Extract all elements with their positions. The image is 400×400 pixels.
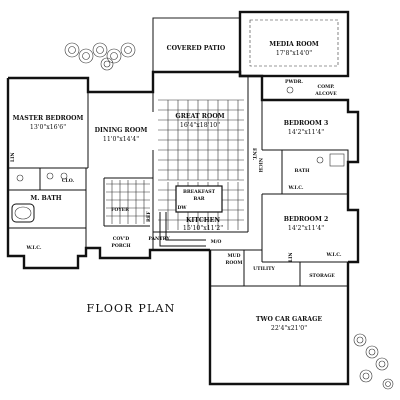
- garage-label: TWO CAR GARAGE: [256, 316, 322, 323]
- media-room: [238, 10, 350, 78]
- great-room-label: GREAT ROOM: [175, 113, 224, 120]
- breakfast-bar-label-1: BREAKFAST: [183, 189, 216, 195]
- pantry-label: PANTRY: [148, 236, 170, 242]
- media-room-dimensions: 17'8"x14'0": [276, 50, 312, 57]
- master-bedroom-label: MASTER BEDROOM: [13, 115, 84, 122]
- bedroom-3-dimensions: 14'2"x11'4": [288, 129, 324, 136]
- great-room-dimensions: 16'4"x18'10": [180, 122, 220, 129]
- covd-porch-label-2: PORCH: [111, 243, 131, 249]
- bedroom-3-label: BEDROOM 3: [284, 120, 329, 127]
- storage-label: STORAGE: [309, 273, 335, 279]
- utility-label: UTILITY: [253, 266, 275, 272]
- mud-room-label-1: MUD: [227, 253, 240, 259]
- powder-room-label: PWDR.: [285, 79, 303, 85]
- breakfast-bar-counter: [175, 185, 223, 213]
- linen-2-label: LIN: [288, 252, 294, 262]
- bath-label: BATH: [295, 168, 311, 174]
- kitchen-label: KITCHEN: [186, 217, 220, 224]
- wic-master-label: W.I.C.: [26, 245, 42, 251]
- comp-alcove-label-2: ALCOVE: [314, 91, 337, 97]
- ent-nich-label-1: ENT.: [251, 148, 257, 161]
- master-bath-label: M. BATH: [30, 195, 61, 202]
- foyer-floor-pattern: [106, 180, 150, 224]
- wic-bedroom-2-label: W.I.C.: [326, 252, 342, 258]
- mud-room-label-2: ROOM: [226, 260, 243, 266]
- closet-label: CLO.: [62, 178, 75, 184]
- master-sinks: [16, 172, 68, 182]
- kitchen-counters: [159, 212, 206, 247]
- microwave-oven-label: M/O: [211, 239, 222, 245]
- shrubs-bottom-right: [353, 333, 394, 390]
- breakfast-bar-label-2: BAR: [193, 196, 204, 202]
- dining-room-dimensions: 11'0"x14'4": [103, 136, 139, 143]
- dining-room-label: DINING ROOM: [95, 127, 148, 134]
- linen-label: LIN: [10, 152, 16, 162]
- foyer-label: FOYER: [111, 207, 129, 213]
- bedroom-2-dimensions: 14'2"x11'4": [288, 225, 324, 232]
- dishwasher-label: DW: [177, 205, 187, 211]
- bathtub: [11, 203, 35, 223]
- shrubs-top-left: [64, 42, 136, 71]
- plan-title: FLOOR PLAN: [86, 302, 175, 315]
- comp-alcove-label-1: COMP.: [317, 84, 334, 90]
- covered-patio-label: COVERED PATIO: [167, 45, 226, 52]
- refrigerator-label: REF: [146, 211, 152, 222]
- great-room-floor-pattern: [158, 99, 244, 181]
- master-bedroom-dimensions: 13'0"x16'6": [30, 124, 66, 131]
- covd-porch-label-1: COV'D: [113, 236, 130, 242]
- interior-walls: [8, 76, 349, 287]
- media-room-label: MEDIA ROOM: [269, 41, 319, 48]
- garage-dimensions: 22'4"x21'0": [271, 325, 307, 332]
- ent-nich-label-2: NICH: [257, 158, 263, 173]
- bath-fixtures: [286, 86, 345, 167]
- bedroom-2-label: BEDROOM 2: [284, 216, 329, 223]
- wic-bedroom-3-label: W.I.C.: [288, 185, 304, 191]
- kitchen-dimensions: 15'10"x11'2": [183, 225, 223, 232]
